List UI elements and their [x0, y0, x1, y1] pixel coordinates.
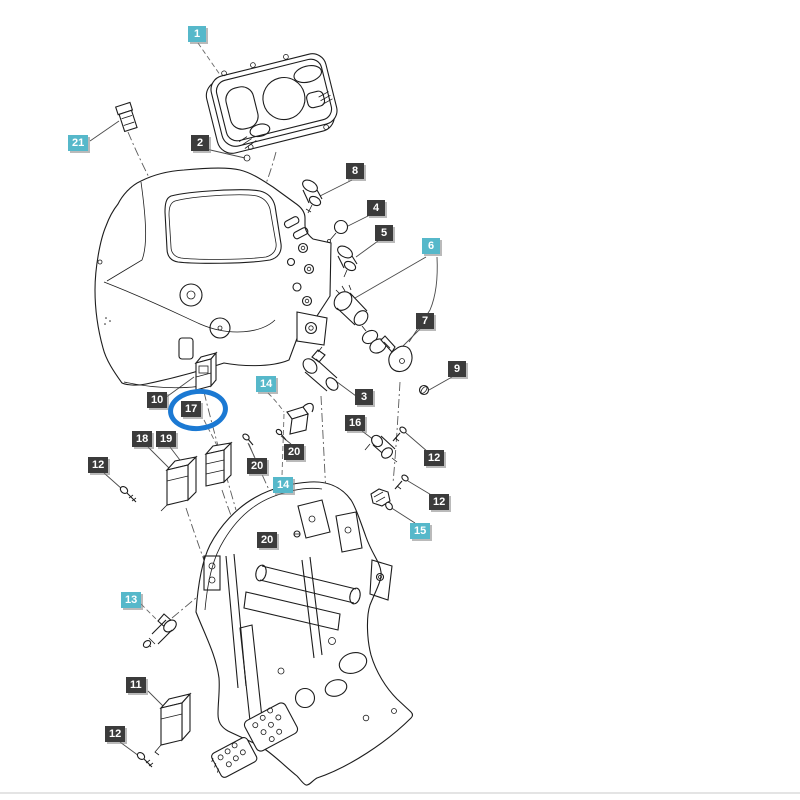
part-callout-12a[interactable]: 12: [88, 457, 109, 473]
part-13-sensor: [142, 613, 177, 648]
bolt-20c: [293, 530, 301, 538]
part-7-key: [380, 335, 413, 373]
screw-20b: [242, 433, 254, 446]
part-callout-15[interactable]: 15: [410, 523, 431, 539]
part-callout-9[interactable]: 9: [448, 361, 466, 377]
part-callout-4[interactable]: 4: [367, 200, 385, 216]
part-5-knob: [337, 245, 358, 278]
screw-12d: [136, 752, 154, 768]
part-18-19-relay: [160, 455, 198, 512]
screw-12c: [394, 474, 409, 490]
part-16-sensor: [364, 434, 398, 463]
part-8-knob: [302, 179, 323, 214]
part-callout-6[interactable]: 6: [422, 238, 440, 254]
part-17-relay: [204, 441, 233, 487]
part-callout-7[interactable]: 7: [416, 313, 434, 329]
part-callout-11[interactable]: 11: [126, 677, 146, 693]
part-callout-12d[interactable]: 12: [105, 726, 126, 742]
part-10-rocker-switch: [194, 351, 218, 391]
screw-12a: [119, 486, 137, 503]
part-15-plug: [370, 488, 393, 511]
part-callout-5[interactable]: 5: [375, 225, 393, 241]
part-callout-20a[interactable]: 20: [284, 444, 305, 460]
part-callout-12c[interactable]: 12: [429, 494, 450, 510]
part-callout-16[interactable]: 16: [345, 415, 366, 431]
part-3-switch: [302, 346, 339, 392]
part-callout-12b[interactable]: 12: [424, 450, 445, 466]
part-11-relay: [154, 692, 192, 756]
part-9-cap: [418, 384, 430, 396]
part-callout-1[interactable]: 1: [188, 26, 206, 42]
part-callout-8[interactable]: 8: [346, 163, 364, 179]
part-callout-20c[interactable]: 20: [257, 532, 278, 548]
part-callout-14a[interactable]: 14: [256, 376, 277, 392]
support-frame-drawing: [195, 481, 414, 786]
part-callout-19[interactable]: 19: [156, 431, 177, 447]
part-callout-2[interactable]: 2: [191, 135, 209, 151]
part-callout-17[interactable]: 17: [181, 401, 202, 417]
part-callout-18[interactable]: 18: [132, 431, 153, 447]
part-6-ignition-switch: [333, 284, 369, 326]
part-14-harness-connector: [286, 402, 314, 435]
part-4-button: [327, 219, 349, 243]
part-callout-14b[interactable]: 14: [273, 477, 294, 493]
part-callout-20b[interactable]: 20: [247, 458, 268, 474]
cluster-screw-part-2: [243, 154, 251, 162]
part-21-switch: [114, 101, 138, 133]
part-callout-10[interactable]: 10: [147, 392, 168, 408]
screw-20a: [275, 428, 287, 441]
part-callout-13[interactable]: 13: [121, 592, 142, 608]
part-6-key-ring-cap: [361, 325, 387, 354]
instrument-cluster-drawing: [205, 53, 338, 154]
part-callout-3[interactable]: 3: [355, 389, 373, 405]
part-callout-21[interactable]: 21: [68, 135, 89, 151]
screw-12b: [392, 426, 407, 442]
